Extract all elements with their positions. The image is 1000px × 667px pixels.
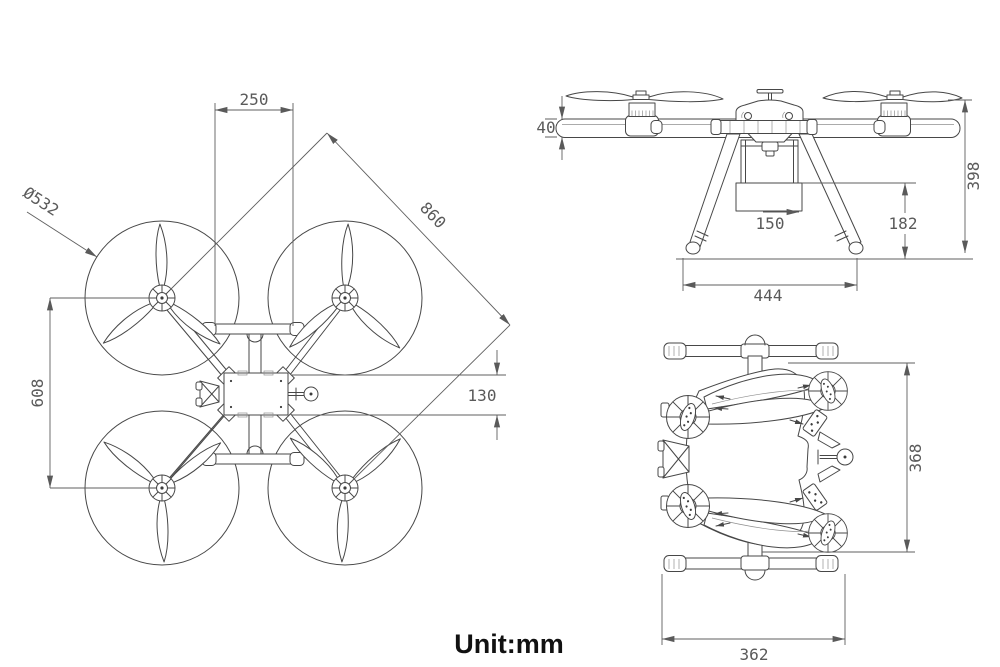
center-body-front: [710, 89, 818, 157]
dim-182-label: 182: [889, 214, 918, 233]
dim-folded-width: 362: [661, 574, 846, 664]
camera-gimbal-folded: [657, 439, 690, 479]
dim-folded-height: 368: [762, 362, 925, 553]
dim-444-label: 444: [754, 286, 783, 305]
camera-front: [761, 141, 779, 152]
folded-skid-bottom: [663, 539, 839, 581]
dim-total-height: 398: [948, 99, 983, 254]
antenna-top: [287, 386, 319, 402]
fold-hinge-plates: [802, 409, 841, 511]
dim-130-label: 130: [468, 386, 497, 405]
right-motor-pod: [822, 90, 963, 137]
antenna-folded: [817, 448, 854, 466]
dim-landing-gear-span: 444: [682, 258, 858, 305]
folded-propeller-blades: [703, 373, 826, 549]
right-propeller-front: [822, 90, 888, 103]
dim-vertical-motor-distance: 608: [28, 297, 150, 489]
front-view: 40 398 182 150 444: [536, 89, 983, 305]
dim-payload-box-width: 150: [756, 208, 800, 233]
dim-150-label: 150: [756, 214, 785, 233]
dim-250-label: 250: [240, 90, 269, 109]
dim-532-label: Ø532: [20, 183, 63, 220]
left-motor-pod: [565, 90, 724, 137]
dim-propeller-diameter: Ø532: [20, 183, 98, 258]
dim-body-width: 130: [292, 350, 506, 440]
dim-362-label: 362: [740, 645, 769, 664]
folded-view: 368 362: [657, 334, 925, 664]
dim-608-label: 608: [28, 379, 47, 408]
left-propeller-front: [565, 91, 634, 102]
gps-mast: [756, 89, 784, 94]
dim-arm-tube-diameter: 40: [536, 96, 566, 160]
dim-860-label: 860: [416, 198, 450, 232]
canopy: [735, 99, 804, 123]
folded-motors: [660, 371, 848, 553]
folded-skid-top: [663, 334, 839, 377]
camera-gimbal-top: [195, 380, 220, 408]
dim-398-label: 398: [964, 162, 983, 191]
dim-40-label: 40: [536, 118, 555, 137]
dim-skid-rail-length: 250: [214, 90, 294, 326]
unit-label: Unit:mm: [454, 629, 564, 659]
center-body-top: [223, 370, 289, 418]
top-view: 250 Ø532 608 860 130: [20, 90, 511, 566]
dim-ground-clearance: 182: [802, 182, 918, 260]
dim-368-label: 368: [906, 444, 925, 473]
